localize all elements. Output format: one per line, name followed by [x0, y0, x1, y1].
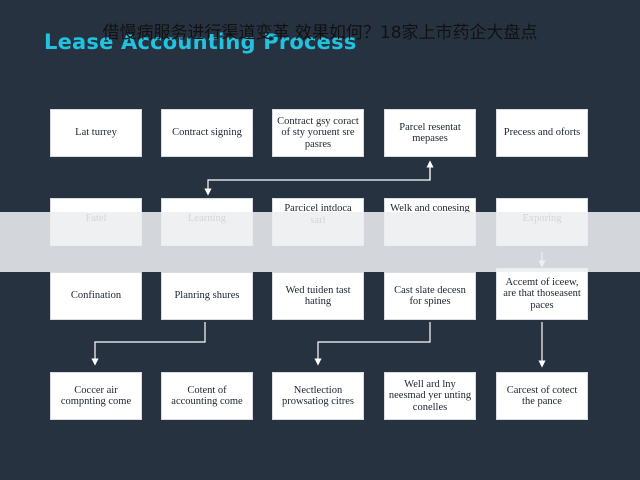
process-box: Coccer air compnting come [50, 372, 142, 420]
process-box: Planring shures [161, 272, 253, 320]
process-box: Precess and oforts [496, 109, 588, 157]
process-box: Nectlection prowsatiog citres [272, 372, 364, 420]
connector-arrow [204, 162, 431, 196]
process-box: Well ard lny neesmad yer unting conelles [384, 372, 476, 420]
overlay-banner-text: 借慢病服务进行渠道变革 效果如何？18家上市药企大盘点 [102, 22, 538, 43]
process-box: Wed tuiden tast hating [272, 272, 364, 320]
process-box: Lat turrey [50, 109, 142, 157]
overlay-banner [0, 212, 640, 272]
connector-arrow [314, 322, 431, 366]
connector-arrow [91, 322, 206, 366]
process-box: Cast slate decesn for spines [384, 272, 476, 320]
process-box: Carcest of cotect the pance [496, 372, 588, 420]
process-box: Accemt of iceew, are that thoseasent pac… [496, 268, 588, 320]
process-box: Parcel resentat mepases [384, 109, 476, 157]
process-box: Contract gsy coract of sty yoruent sre p… [272, 109, 364, 157]
diagram-title: Lease Accounting Process [44, 30, 357, 54]
process-box: Cotent of accounting come [161, 372, 253, 420]
process-box: Contract signing [161, 109, 253, 157]
process-box: Confination [50, 272, 142, 320]
